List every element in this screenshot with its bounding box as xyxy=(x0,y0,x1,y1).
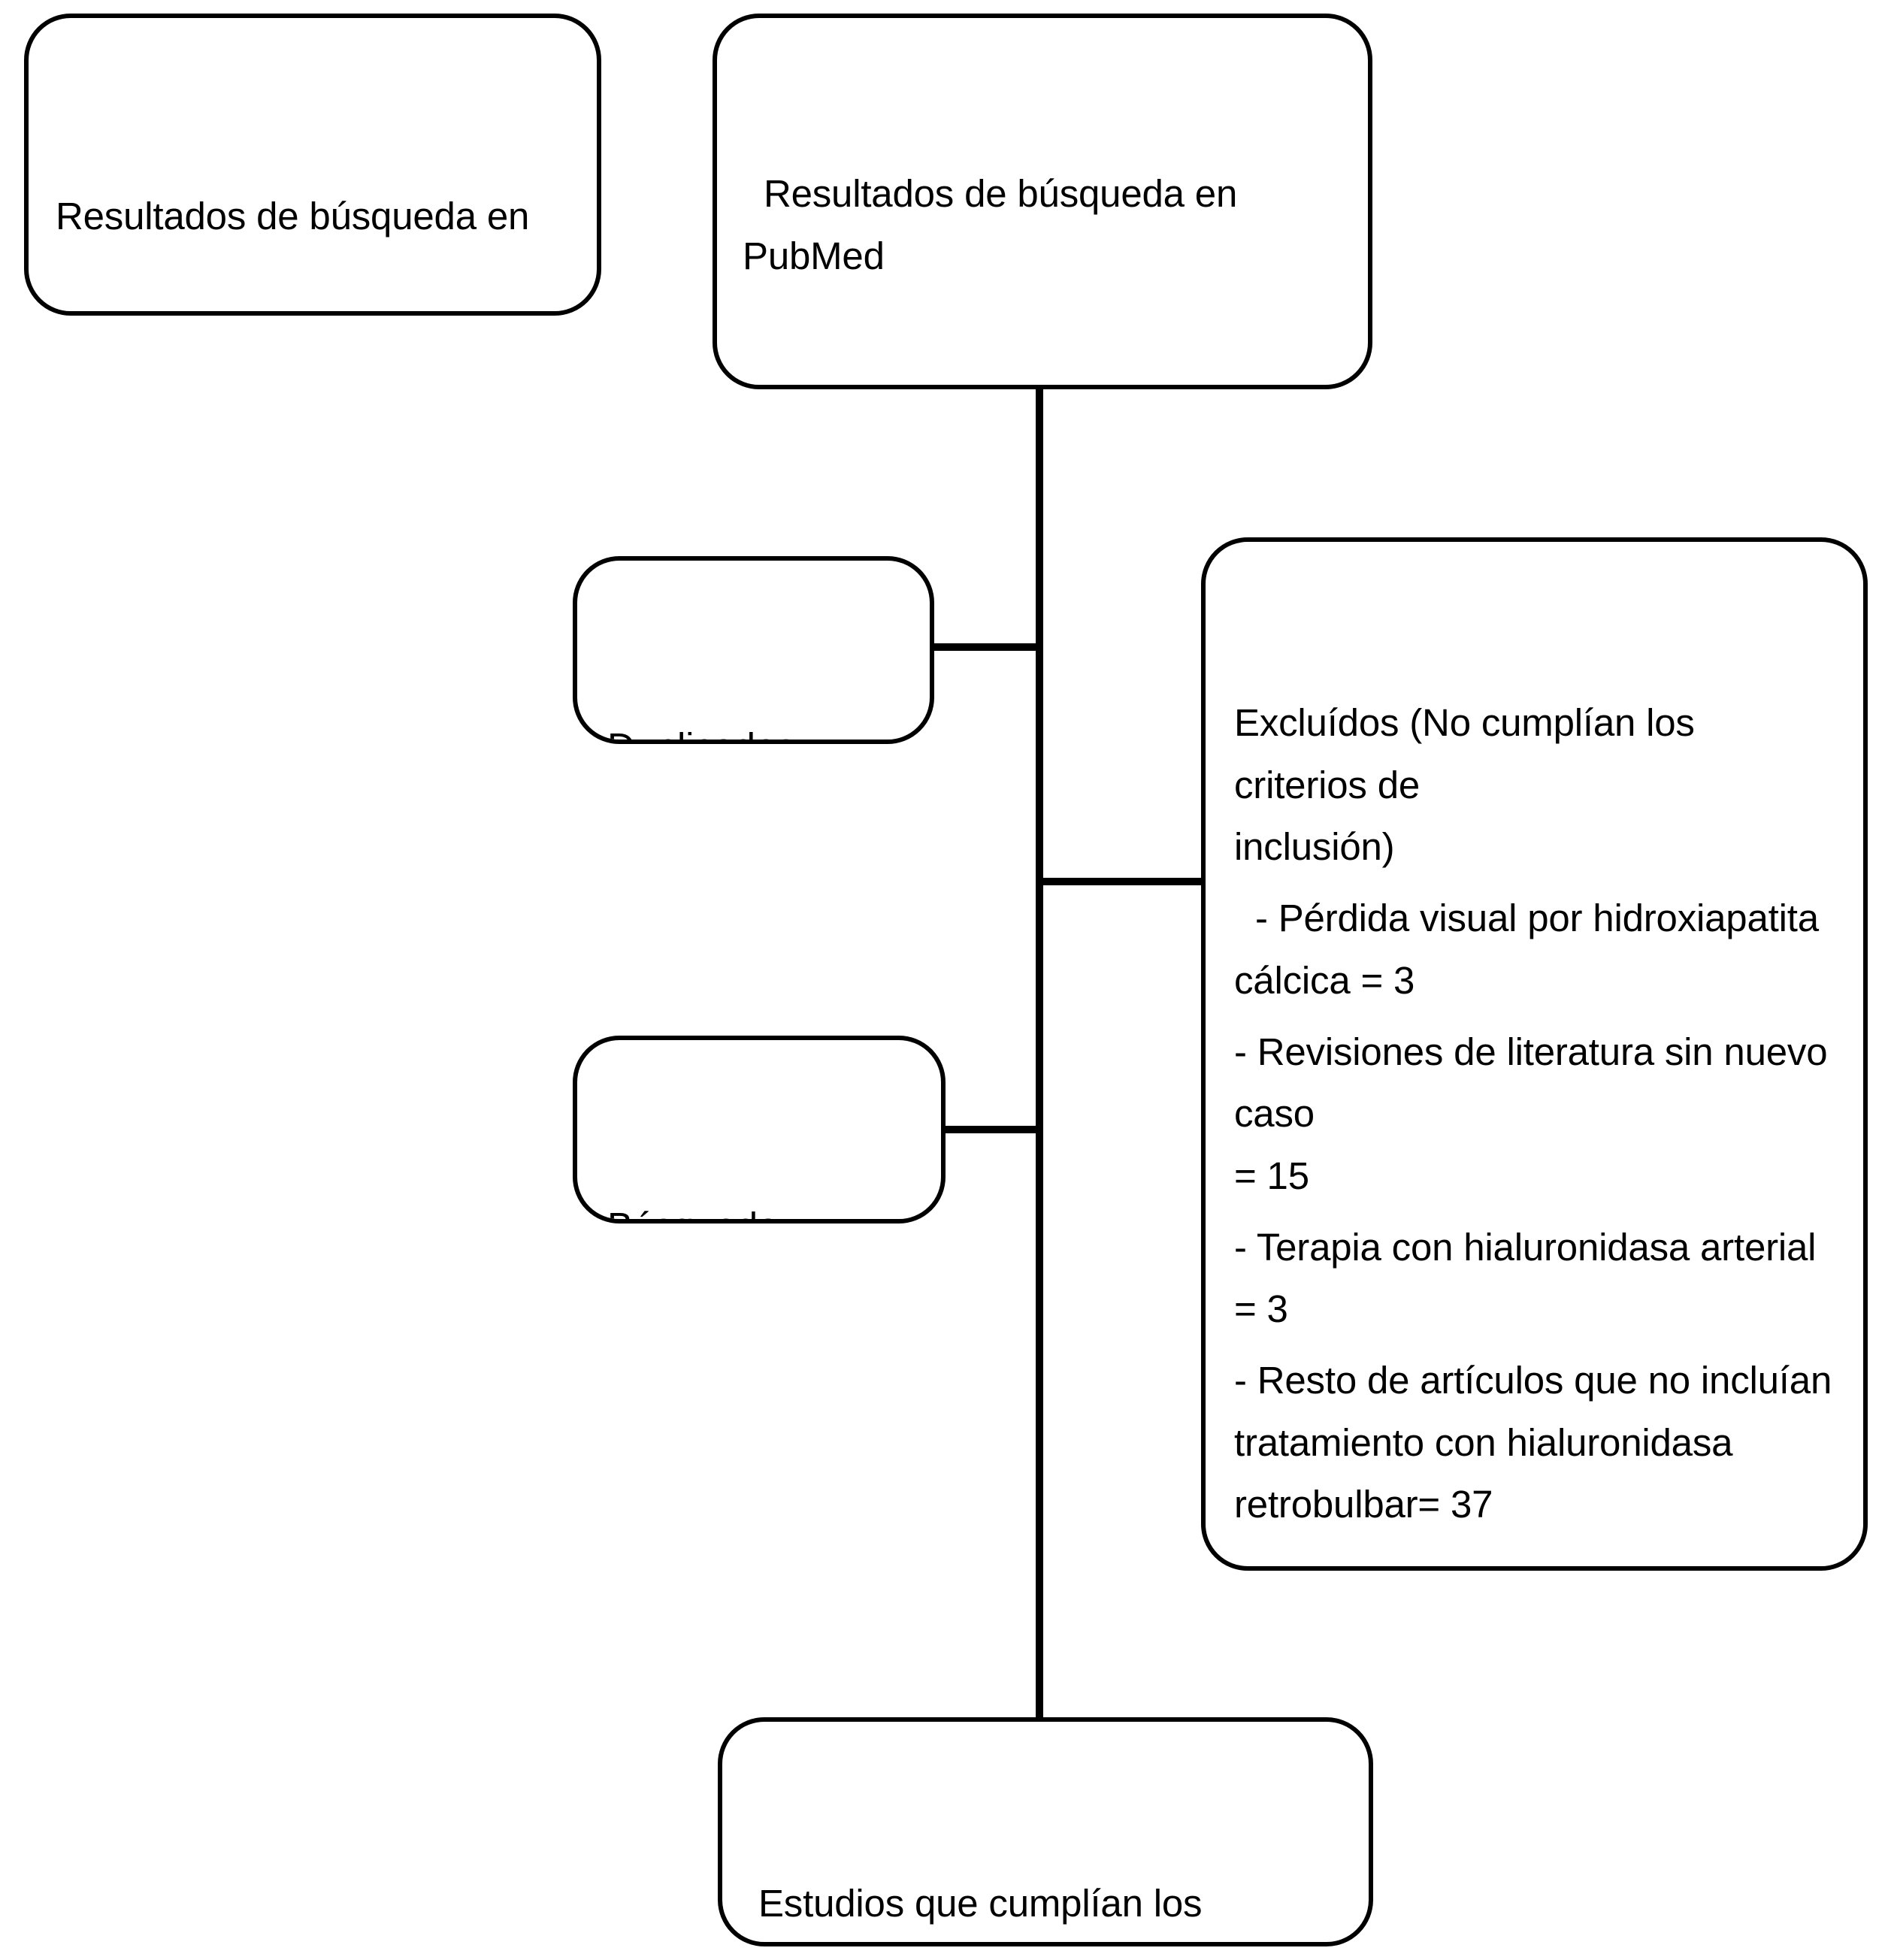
cochrane-line-1: Resultados de búsqueda en xyxy=(56,195,530,238)
excluidos-heading-line-2: inclusión) xyxy=(1234,825,1395,869)
excluidos-reason-1-line-1: - Pérdida visual por hidroxiapatita xyxy=(1234,897,1819,940)
node-excluidos: Excluídos (No cumplían los criterios de … xyxy=(1201,537,1868,1571)
excluidos-reason-4-line-3: retrobulbar= 37 xyxy=(1234,1483,1493,1526)
connector-pubmed-to-final-trunk xyxy=(1036,389,1043,1717)
final-line-1: Estudios que cumplían los criterios de xyxy=(758,1882,1203,1925)
node-busqueda-manual: Búsqueda manual N=1 xyxy=(573,1036,946,1223)
connector-trunk-to-excluidos xyxy=(1039,878,1205,885)
excluidos-spacer-2 xyxy=(1234,1012,1836,1021)
excluidos-spacer-4 xyxy=(1234,1341,1836,1350)
excluidos-reason-4-line-1: - Resto de artículos que no incluían xyxy=(1234,1359,1832,1402)
excluidos-reason-4-line-2: tratamiento con hialuronidasa xyxy=(1234,1420,1733,1464)
connector-busqueda-manual-to-trunk xyxy=(946,1126,1039,1133)
excluidos-reason-1-line-2: cálcica = 3 xyxy=(1234,958,1415,1002)
busqueda-manual-label: Búsqueda manual xyxy=(607,1196,914,1219)
node-pubmed-search-results: Resultados de búsqueda en PubMed “(fille… xyxy=(713,14,1372,389)
node-duplicados: Duplicados N=0 xyxy=(573,556,934,744)
excluidos-reason-2-line-2: = 15 xyxy=(1234,1154,1309,1197)
excluidos-reason-3-line-1: - Terapia con hialuronidasa arterial = 3 xyxy=(1234,1225,1827,1331)
duplicados-label: Duplicados xyxy=(607,716,903,740)
connector-duplicados-to-trunk xyxy=(934,643,1039,651)
excluidos-spacer-3 xyxy=(1234,1207,1836,1216)
excluidos-spacer-1 xyxy=(1234,879,1836,888)
pubmed-line-1: Resultados de búsqueda en PubMed xyxy=(743,172,1248,277)
excluidos-heading-line-1: Excluídos (No cumplían los criterios de xyxy=(1234,701,1705,806)
node-cochrane-search-results: Resultados de búsqueda en Cochrane (fill… xyxy=(24,14,601,316)
excluidos-reason-2-line-1: - Revisiones de literatura sin nuevo cas… xyxy=(1234,1030,1838,1136)
node-estudios-incluidos: Estudios que cumplían los criterios de i… xyxy=(718,1717,1373,1946)
excluidos-top-spacer xyxy=(1234,542,1836,692)
